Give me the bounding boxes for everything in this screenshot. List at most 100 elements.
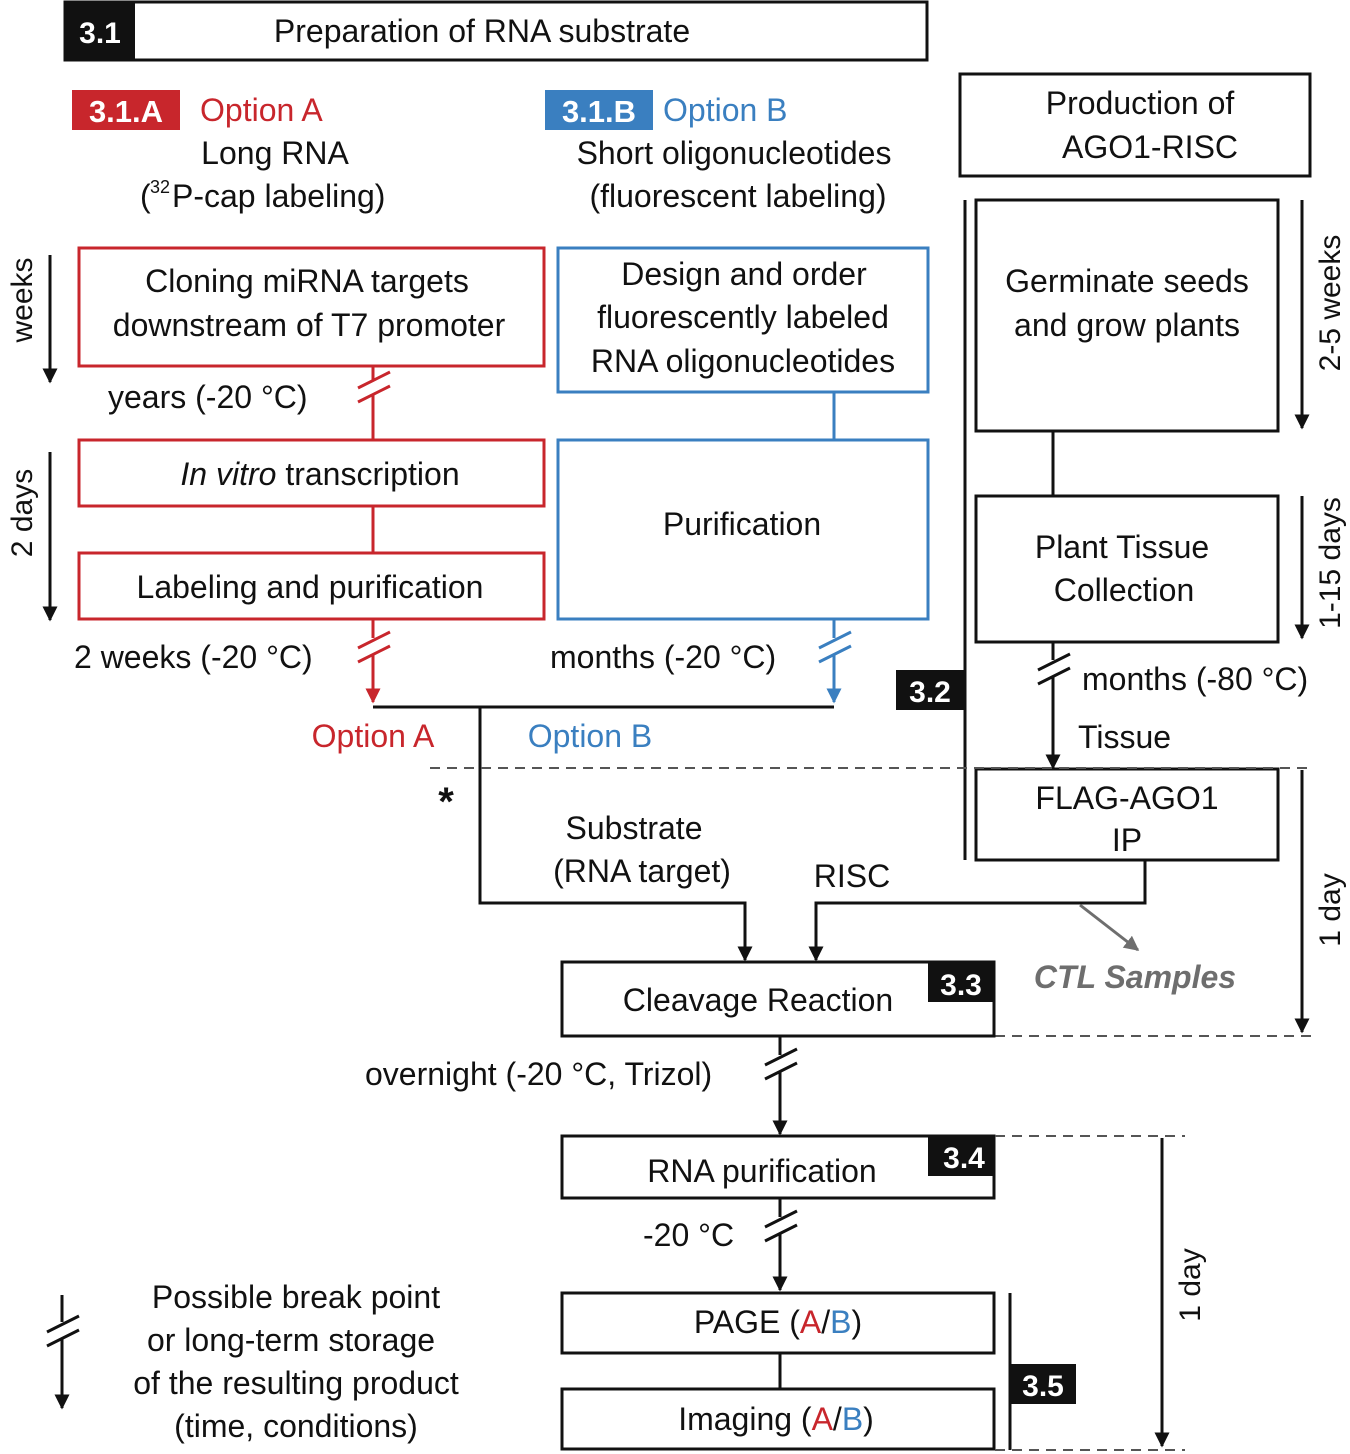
storage-overnight: overnight (-20 °C, Trizol) xyxy=(365,1056,712,1092)
option-b-flow: Design and order fluorescently labeled R… xyxy=(550,246,930,704)
step-badge-3-2: 3.2 xyxy=(909,676,951,709)
box-cloning xyxy=(77,246,546,368)
box-design-order xyxy=(556,246,930,394)
risc-label: RISC xyxy=(814,858,890,894)
option-b-heading: 3.1.B Option B Short oligonucleotides (f… xyxy=(545,90,891,214)
page-prefix: PAGE ( xyxy=(694,1304,800,1340)
ctl-samples-label: CTL Samples xyxy=(1034,959,1236,995)
in-vitro-rest: transcription xyxy=(276,456,459,492)
ago-flow: Germinate seeds and grow plants Plant Ti… xyxy=(808,198,1308,962)
break-symbol-a2 xyxy=(357,630,391,664)
storage-years: years (-20 °C) xyxy=(108,379,308,415)
box-rna-purification xyxy=(560,1134,996,1200)
page-slash: / xyxy=(821,1304,830,1340)
option-a-label: Option A xyxy=(200,92,323,128)
section-header-3-1: 3.1 Preparation of RNA substrate xyxy=(63,0,929,62)
ip-line2: IP xyxy=(1112,822,1142,858)
ago-production-title: Production of AGO1-RISC xyxy=(958,72,1312,178)
two-five-weeks-label: 2-5 weeks xyxy=(1314,235,1347,372)
merge-option-a: Option A xyxy=(312,718,435,754)
imaging-a: A xyxy=(812,1401,834,1437)
two-days-label: 2 days xyxy=(6,469,39,557)
option-a-subtitle: Long RNA xyxy=(201,135,349,171)
section-title: Preparation of RNA substrate xyxy=(274,13,690,49)
page-text: PAGE (A/B) xyxy=(694,1304,862,1340)
labeling-text: Labeling and purification xyxy=(137,569,484,605)
germinate-line2: and grow plants xyxy=(1014,307,1240,343)
tissue-line2: Collection xyxy=(1054,572,1195,608)
box-germinate xyxy=(974,198,1280,433)
one-fifteen-days-label: 1-15 days xyxy=(1314,497,1347,629)
option-a-sup: 32 xyxy=(150,177,170,197)
legend-line4: (time, conditions) xyxy=(174,1408,418,1444)
design-line2: fluorescently labeled xyxy=(597,299,889,335)
substrate-line1: Substrate xyxy=(566,810,703,846)
legend-line3: of the resulting product xyxy=(133,1365,459,1401)
storage-minus20: -20 °C xyxy=(643,1217,734,1253)
design-line1: Design and order xyxy=(621,256,867,292)
cloning-line1: Cloning miRNA targets xyxy=(145,263,469,299)
page-a: A xyxy=(800,1304,822,1340)
one-day-label-a: 1 day xyxy=(1314,873,1347,946)
break-symbol-overnight xyxy=(764,1047,798,1081)
option-b-labeling: (fluorescent labeling) xyxy=(589,178,886,214)
break-symbol-ago xyxy=(1037,652,1071,686)
badge-3-1-a: 3.1.A xyxy=(89,94,163,129)
badge-3-1-b: 3.1.B xyxy=(562,94,636,129)
storage-two-weeks: 2 weeks (-20 °C) xyxy=(74,639,313,675)
tissue-label: Tissue xyxy=(1078,719,1171,755)
germinate-line1: Germinate seeds xyxy=(1005,263,1249,299)
box-page xyxy=(560,1291,996,1355)
ip-line1: FLAG-AGO1 xyxy=(1035,780,1218,816)
box-labeling xyxy=(77,551,546,621)
step-badge-3-4: 3.4 xyxy=(943,1142,985,1175)
rna-purification-step: 3.4 RNA purification xyxy=(560,1134,996,1200)
option-a-labeling: P-cap labeling) xyxy=(172,178,385,214)
legend: Possible break point or long-term storag… xyxy=(46,1279,459,1444)
page-imaging-step: PAGE (A/B) Imaging (A/B) 3.5 xyxy=(560,1291,1076,1451)
option-b-subtitle: Short oligonucleotides xyxy=(577,135,892,171)
imaging-prefix: Imaging ( xyxy=(678,1401,812,1437)
imaging-text: Imaging (A/B) xyxy=(678,1401,874,1437)
in-vitro-italic: In vitro xyxy=(180,456,276,492)
step-badge-3-3: 3.3 xyxy=(940,969,982,1002)
break-symbol-a1 xyxy=(357,370,391,404)
tissue-line1: Plant Tissue xyxy=(1035,529,1209,565)
box-purification xyxy=(556,438,930,621)
risc-path xyxy=(808,860,1147,962)
option-a-flow: Cloning miRNA targets downstream of T7 p… xyxy=(74,246,546,704)
page-b: B xyxy=(830,1304,851,1340)
rna-purification-text: RNA purification xyxy=(647,1153,876,1189)
storage-months-b: months (-20 °C) xyxy=(550,639,776,675)
box-tissue-collection xyxy=(974,494,1280,644)
merge-option-b: Option B xyxy=(528,718,653,754)
ago-title-line2: AGO1-RISC xyxy=(1062,129,1238,165)
box-in-vitro xyxy=(77,438,546,508)
step-badge-3-5: 3.5 xyxy=(1022,1370,1064,1403)
asterisk-mark: * xyxy=(438,780,454,824)
weeks-label: weeks xyxy=(6,257,39,343)
design-line3: RNA oligonucleotides xyxy=(591,343,895,379)
imaging-close: ) xyxy=(863,1401,874,1437)
in-vitro-text: In vitro transcription xyxy=(180,456,459,492)
substrate-line2: (RNA target) xyxy=(553,853,731,889)
ago-title-line1: Production of xyxy=(1046,85,1235,121)
break-symbol-b xyxy=(818,630,852,664)
ctl-arrow xyxy=(1079,903,1140,952)
step-badge-3-1: 3.1 xyxy=(79,17,121,50)
substrate-path xyxy=(478,707,753,962)
option-a-prefix: ( xyxy=(140,178,151,214)
one-day-label-b: 1 day xyxy=(1174,1248,1207,1321)
page-close: ) xyxy=(852,1304,863,1340)
option-b-label: Option B xyxy=(663,92,788,128)
cleavage-step: 3.3 Cleavage Reaction xyxy=(560,960,996,1038)
cloning-line2: downstream of T7 promoter xyxy=(113,307,506,343)
imaging-b: B xyxy=(842,1401,863,1437)
legend-line2: or long-term storage xyxy=(147,1322,435,1358)
cleavage-text: Cleavage Reaction xyxy=(623,982,893,1018)
storage-months-ago: months (-80 °C) xyxy=(1082,661,1308,697)
legend-line1: Possible break point xyxy=(152,1279,440,1315)
imaging-slash: / xyxy=(833,1401,842,1437)
